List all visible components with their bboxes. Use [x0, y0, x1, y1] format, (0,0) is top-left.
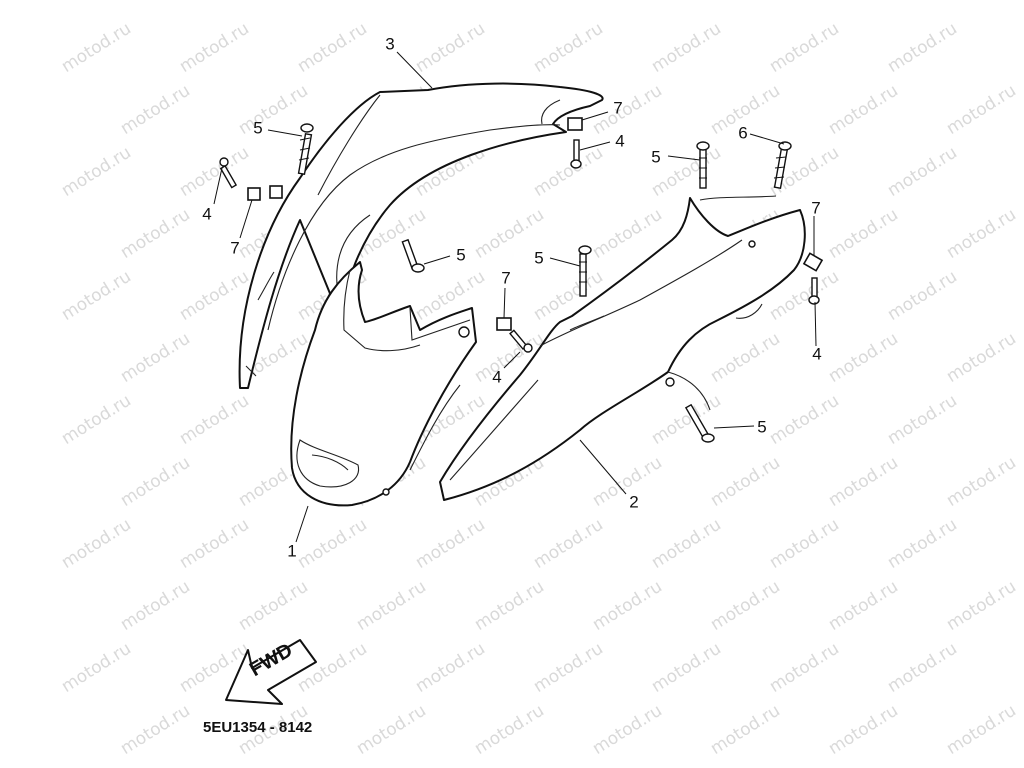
- callout-6: 6: [738, 123, 748, 143]
- callout-1: 1: [287, 541, 297, 561]
- nut-7-left-a: [247, 187, 261, 201]
- screw-6: [773, 141, 792, 190]
- screw-5-right-top: [696, 141, 710, 189]
- callout-4-left: 4: [202, 204, 212, 224]
- callout-5-top: 5: [253, 118, 263, 138]
- part-1-front-fender: [290, 261, 477, 507]
- callout-5-right-top: 5: [651, 147, 661, 167]
- callout-2: 2: [629, 492, 639, 512]
- callout-7-right: 7: [811, 198, 821, 218]
- screw-5-top-left: [297, 123, 314, 176]
- bolt-4-right: [808, 277, 820, 305]
- callout-4-top: 4: [615, 131, 625, 151]
- nut-7-right: [802, 252, 824, 272]
- leader-lines: [213, 51, 817, 543]
- nut-7-mid: [496, 317, 512, 331]
- callout-4-mid: 4: [492, 367, 502, 387]
- diagram-code: 5EU1354 - 8142: [203, 719, 313, 736]
- callout-7-mid: 7: [501, 268, 511, 288]
- callout-4-right: 4: [812, 344, 822, 364]
- screw-5-mid: [578, 245, 592, 297]
- screw-5-center: [401, 238, 425, 273]
- part-2-side-cover: [439, 195, 806, 501]
- bolt-4-top: [570, 139, 582, 169]
- callout-3: 3: [385, 34, 395, 54]
- callout-7-top: 7: [613, 98, 623, 118]
- bolt-4-left: [219, 157, 238, 189]
- callout-5-mid: 5: [534, 248, 544, 268]
- fastener-set: [219, 117, 824, 443]
- callout-5-bottom-right: 5: [757, 417, 767, 437]
- fwd-arrow-icon: [225, 639, 317, 705]
- nut-7-left-b: [269, 185, 283, 199]
- screw-5-bottom-right: [684, 403, 715, 443]
- callout-5-center: 5: [456, 245, 466, 265]
- callout-7-left: 7: [230, 238, 240, 258]
- nut-7-top: [567, 117, 583, 131]
- bolt-4-mid: [509, 329, 533, 353]
